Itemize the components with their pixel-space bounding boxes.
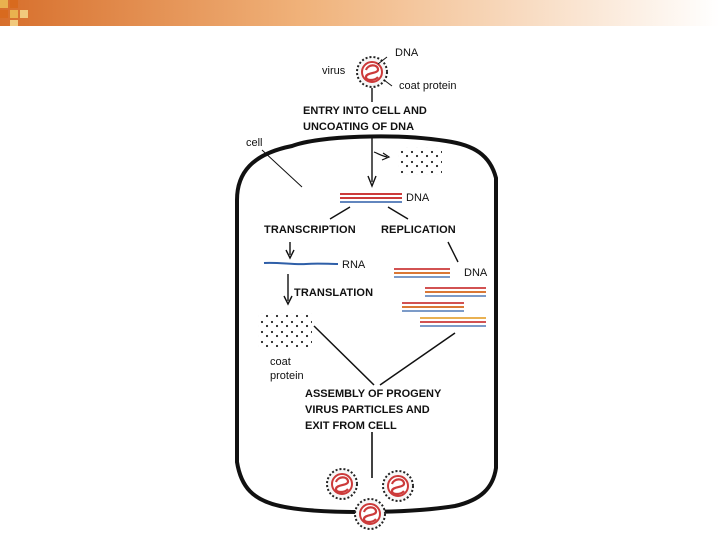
progeny-virus-bottom xyxy=(354,498,386,530)
replication-label: REPLICATION xyxy=(381,224,456,236)
virus-coat-pointer xyxy=(383,79,393,87)
corner-square-icon xyxy=(10,0,18,8)
assembly-step-line2: VIRUS PARTICLES AND xyxy=(305,404,430,416)
entry-step-line1: ENTRY INTO CELL AND xyxy=(303,105,427,117)
top-accent-band xyxy=(0,0,720,26)
coat-protein-label-line2: protein xyxy=(270,370,304,382)
dna-to-assembly-line xyxy=(379,332,456,386)
progeny-virus-left xyxy=(326,468,358,500)
progeny-virus-right xyxy=(382,470,414,502)
dna-to-replication-line xyxy=(387,206,409,220)
corner-square-icon xyxy=(0,0,8,8)
entry-to-dna-arrowhead xyxy=(367,175,377,188)
translation-label: TRANSLATION xyxy=(294,287,373,299)
cell-label: cell xyxy=(246,137,263,149)
transcription-label: TRANSCRIPTION xyxy=(264,224,356,236)
corner-square-icon xyxy=(10,20,18,26)
translation-arrowhead xyxy=(283,295,293,306)
virus-particle-top xyxy=(356,56,388,88)
coat-to-assembly-line xyxy=(313,325,375,386)
corner-square-icon xyxy=(10,10,18,18)
assembly-step-line3: EXIT FROM CELL xyxy=(305,420,397,432)
cell-outline xyxy=(235,134,498,514)
dna-label: DNA xyxy=(406,192,430,204)
replicated-dna-label: DNA xyxy=(464,267,488,279)
entry-step-line2: UNCOATING OF DNA xyxy=(303,121,414,133)
corner-square-icon xyxy=(20,10,28,18)
cell-pointer xyxy=(261,149,303,188)
virus-label: virus xyxy=(322,65,346,77)
coat-release-arrowhead xyxy=(381,152,391,161)
corner-square-icon xyxy=(0,10,8,18)
coat-protein-label-line1: coat xyxy=(270,356,291,368)
dna-strand-main xyxy=(340,193,402,203)
assembly-step-line1: ASSEMBLY OF PROGENY xyxy=(305,388,442,400)
rna-strand xyxy=(263,261,339,266)
released-coat-protein-dots xyxy=(398,147,442,175)
virus-coat-protein-label: coat protein xyxy=(399,80,456,92)
dna-to-transcription-line xyxy=(329,206,351,220)
virus-dna-pointer xyxy=(377,56,388,65)
rna-label: RNA xyxy=(342,259,366,271)
replicated-dna-strands xyxy=(394,268,486,327)
transcription-arrowhead xyxy=(285,249,295,260)
coat-release-arrow xyxy=(373,151,388,158)
coat-protein-dots xyxy=(258,313,312,347)
virus-dna-label: DNA xyxy=(395,47,419,59)
replication-down-line xyxy=(447,241,459,263)
